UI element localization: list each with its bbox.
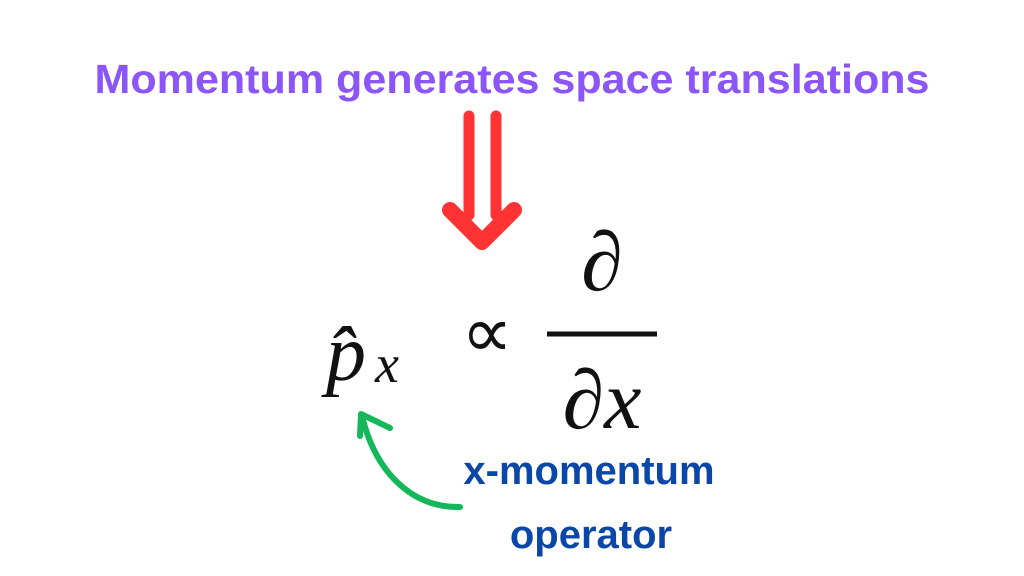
annotation-line-1: x-momentum bbox=[463, 449, 714, 493]
fraction-denominator: ∂x bbox=[563, 354, 642, 447]
proportional-symbol: ∝ bbox=[461, 290, 512, 374]
implies-arrow-icon bbox=[442, 110, 522, 250]
fraction-numerator: ∂ bbox=[581, 216, 623, 309]
equation: p̂ x ∝ ∂ ∂x bbox=[321, 216, 657, 447]
momentum-subscript: x bbox=[374, 334, 399, 394]
annotation-line-2: operator bbox=[510, 513, 672, 557]
title: Momentum generates space translations bbox=[95, 56, 930, 102]
momentum-symbol: p̂ bbox=[321, 310, 366, 398]
pointer-arrow-icon bbox=[357, 411, 463, 511]
